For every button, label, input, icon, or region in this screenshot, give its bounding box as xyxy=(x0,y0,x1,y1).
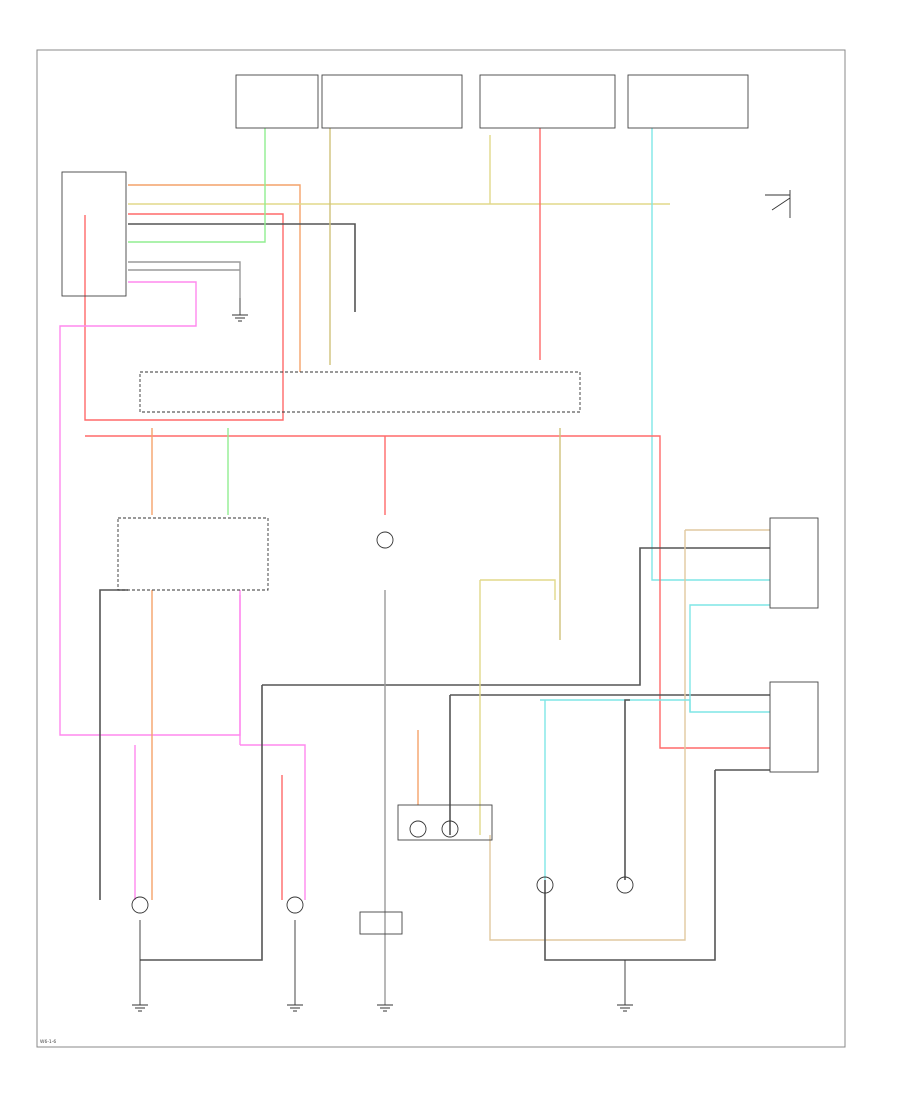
footer-code: W6-1-6 xyxy=(40,1039,56,1045)
wire-cyan-lower xyxy=(540,699,770,713)
fuse-box-2 xyxy=(321,74,463,129)
wire-tan-loop2 xyxy=(489,530,686,941)
dimmer-switch-box xyxy=(117,517,269,591)
diagram-border xyxy=(36,49,846,1048)
fuse-box-4 xyxy=(627,74,749,129)
ground-4 xyxy=(617,960,633,1012)
fuse-box-3 xyxy=(479,74,616,129)
wire-yellow-lower xyxy=(480,579,556,600)
rh-front-lamp xyxy=(616,876,634,894)
ground-3 xyxy=(377,1004,393,1012)
wire-pink-loop2 xyxy=(240,744,306,900)
fuse-box-1 xyxy=(235,74,319,129)
wire-dark-main xyxy=(262,547,770,686)
relay-box-bottom xyxy=(769,681,819,773)
ground-gem xyxy=(232,298,248,322)
courtesy-lamp xyxy=(376,531,394,549)
brake-switch xyxy=(765,190,791,218)
wire-green-gem xyxy=(128,128,266,243)
wire-cyan-fuse4 xyxy=(651,128,770,581)
component-layer xyxy=(61,74,819,1012)
wire-pink-loop xyxy=(59,281,241,736)
ground-2 xyxy=(287,920,303,1012)
wire-dark-lh-head xyxy=(99,589,128,900)
wire-red-cross xyxy=(85,435,770,749)
lh-front-lamp xyxy=(536,876,554,894)
gem-module xyxy=(61,171,127,297)
wire-gray-ground xyxy=(128,261,241,298)
lamp-group-box xyxy=(397,804,493,841)
ground-1 xyxy=(132,920,148,1012)
ground-symbols xyxy=(132,298,633,1012)
wire-orange-top xyxy=(128,184,301,372)
headlamp-switch-box xyxy=(139,371,581,413)
lh-headlamp xyxy=(131,896,149,914)
lamp-2 xyxy=(441,820,459,838)
relay-box-top xyxy=(769,517,819,609)
wire-dark-gem xyxy=(128,223,356,312)
lamp-1 xyxy=(409,820,427,838)
wire-dark-indicator xyxy=(624,699,630,880)
wire-dark-to-rel xyxy=(544,770,716,961)
lh-turn-module xyxy=(359,911,403,935)
wire-red-gem xyxy=(84,213,284,421)
wire-layer xyxy=(59,128,770,1005)
rh-headlamp xyxy=(286,896,304,914)
wire-cyan-lower2 xyxy=(689,604,770,712)
wire-dark-main-left xyxy=(140,685,263,961)
